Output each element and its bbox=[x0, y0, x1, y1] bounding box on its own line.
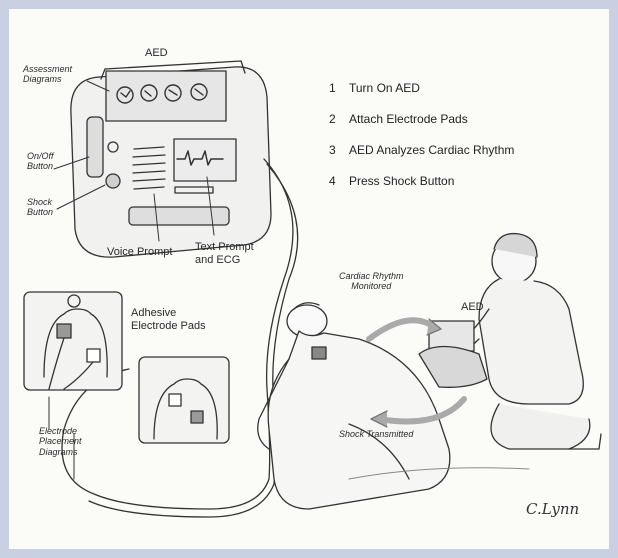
text-prompt-label: Text Prompt and ECG bbox=[195, 241, 254, 266]
aed-illustration bbox=[9, 9, 609, 549]
shock-button-label: Shock Button bbox=[27, 197, 53, 218]
cardiac-rhythm-label: Cardiac Rhythm Monitored bbox=[339, 271, 404, 292]
voice-prompt-label: Voice Prompt bbox=[107, 246, 172, 259]
placement-diagrams-label: Electrode Placement Diagrams bbox=[39, 426, 82, 457]
device-title: AED bbox=[145, 47, 168, 60]
on-off-switch bbox=[87, 117, 103, 177]
ecg-screen bbox=[174, 139, 236, 181]
electrode-placement-diagram-1 bbox=[24, 292, 122, 390]
artist-signature: C.Lynn bbox=[526, 501, 579, 518]
shock-transmitted-label: Shock Transmitted bbox=[339, 429, 413, 439]
device-slot bbox=[129, 207, 229, 225]
adhesive-pads-label: Adhesive Electrode Pads bbox=[131, 307, 206, 332]
patient-pad-upper bbox=[312, 347, 326, 359]
assessment-diagrams-label: Assessment Diagrams bbox=[23, 64, 72, 85]
electrode-placement-diagram-2 bbox=[139, 357, 229, 443]
on-off-button-label: On/Off Button bbox=[27, 151, 54, 172]
aed-device bbox=[71, 61, 271, 257]
cardiac-rhythm-arrow bbox=[369, 320, 434, 339]
shock-button-knob bbox=[106, 174, 120, 188]
aed-patient-label: AED bbox=[461, 301, 484, 314]
illustration-frame: AED Assessment Diagrams On/Off Button Sh… bbox=[9, 9, 609, 549]
